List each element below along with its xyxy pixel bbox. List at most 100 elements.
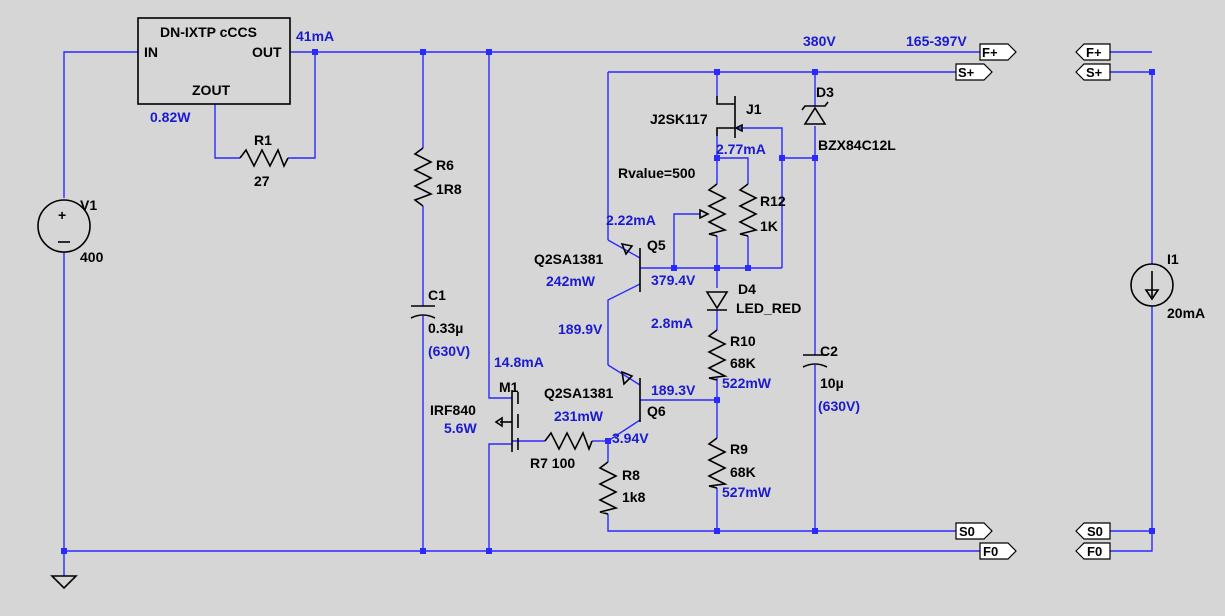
wire-load-bottom [1110, 306, 1153, 532]
wire-pot-wiper [673, 213, 700, 268]
wire-r8-bottom [607, 514, 980, 532]
m1-name: M1 [499, 379, 519, 395]
i1-value: 20mA [1167, 305, 1205, 321]
mosfet-m1[interactable]: M1 IRF840 5.6W [430, 379, 519, 452]
r1-name: R1 [254, 132, 272, 148]
annotation-i-led: 2.8mA [651, 315, 693, 331]
junction-dot [312, 49, 318, 55]
q5-name: Q5 [647, 237, 666, 253]
q6-name: Q6 [647, 403, 666, 419]
r8-value: 1k8 [622, 489, 646, 505]
svg-text:S0: S0 [959, 524, 975, 539]
resistor-r12[interactable]: R12 1K [738, 183, 786, 237]
q5-part: Q2SA1381 [534, 251, 603, 267]
jfet-j1[interactable]: J1 J2SK117 [650, 96, 762, 138]
j1-name: J1 [746, 101, 762, 117]
junction-dot [779, 155, 785, 161]
d3-name: D3 [816, 84, 834, 100]
r6-name: R6 [436, 157, 454, 173]
potentiometer[interactable]: Rvalue=500 [618, 165, 728, 237]
r10-power: 522mW [722, 375, 772, 391]
port-f-plus-right[interactable]: F+ [1075, 43, 1111, 61]
annotation-v-rail: 380V [803, 33, 836, 49]
resistor-r8[interactable]: R8 1k8 [598, 461, 646, 515]
annotation-p-ccs: 0.82W [150, 109, 191, 125]
ccs-block[interactable]: DN-IXTP cCCS IN OUT ZOUT [137, 17, 291, 105]
port-f-zero-right[interactable]: F0 [1075, 542, 1111, 560]
wires [63, 51, 1153, 576]
r10-value: 68K [730, 355, 756, 371]
transistor-q6[interactable]: Q6 Q2SA1381 231mW [544, 370, 666, 424]
junction-dot [714, 155, 720, 161]
wire-r1-right [288, 52, 316, 159]
annotations: 41mA 0.82W 380V 165-397V 2.77mA 2.22mA 3… [150, 28, 967, 446]
junction-dot [1149, 69, 1155, 75]
svg-text:F0: F0 [983, 544, 998, 559]
svg-text:F+: F+ [982, 45, 998, 60]
i1-name: I1 [1167, 251, 1179, 267]
m1-part: IRF840 [430, 402, 476, 418]
q6-part: Q2SA1381 [544, 385, 613, 401]
junction-dot [812, 69, 818, 75]
svg-text:S0: S0 [1087, 524, 1103, 539]
r9-name: R9 [730, 441, 748, 457]
resistor-r9[interactable]: R9 68K 527mW [707, 437, 772, 500]
wire-v1-in [63, 51, 138, 198]
led-d4[interactable]: D4 LED_RED [705, 281, 801, 316]
junctions [61, 49, 1155, 554]
svg-text:S+: S+ [958, 65, 975, 80]
svg-text:F0: F0 [1087, 544, 1102, 559]
d4-name: D4 [738, 281, 756, 297]
wire-r1-left [214, 104, 240, 159]
junction-dot [714, 528, 720, 534]
r12-name: R12 [760, 193, 786, 209]
v1-name: V1 [80, 197, 97, 213]
voltage-source-v1[interactable]: + V1 400 [37, 197, 104, 265]
r9-value: 68K [730, 464, 756, 480]
c2-name: C2 [820, 343, 838, 359]
port-s-plus-left[interactable]: S+ [955, 63, 993, 81]
port-f-zero-left[interactable]: F0 [979, 542, 1017, 560]
resistor-r10[interactable]: R10 68K 522mW [707, 329, 772, 391]
junction-dot [812, 155, 818, 161]
port-s-zero-right[interactable]: S0 [1075, 522, 1111, 540]
current-source-i1[interactable]: I1 20mA [1130, 251, 1205, 321]
capacitor-c1[interactable]: C1 0.33µ (630V) [410, 287, 470, 359]
zener-d3[interactable]: D3 BZX84C12L [801, 84, 896, 153]
c1-name: C1 [428, 287, 446, 303]
resistor-r7[interactable]: R7 100 [530, 431, 593, 471]
d4-part: LED_RED [736, 300, 801, 316]
resistor-r6[interactable]: R6 1R8 [413, 147, 462, 207]
r10-name: R10 [730, 333, 756, 349]
junction-dot [714, 397, 720, 403]
r7-label: R7 100 [530, 455, 575, 471]
resistor-r1[interactable]: R1 27 [239, 132, 289, 189]
c1-rating: (630V) [428, 343, 470, 359]
r8-name: R8 [622, 467, 640, 483]
wire-r12-top [717, 157, 749, 184]
port-s-plus-right[interactable]: S+ [1075, 63, 1111, 81]
annotation-v-gate: 3.94V [612, 430, 649, 446]
port-s-zero-left[interactable]: S0 [955, 522, 993, 540]
wire-load-splus [1110, 71, 1153, 264]
annotation-i-m1: 14.8mA [494, 354, 544, 370]
m1-power: 5.6W [444, 420, 477, 436]
junction-dot [812, 528, 818, 534]
port-f-plus-left[interactable]: F+ [979, 43, 1017, 61]
c2-value: 10µ [820, 375, 844, 391]
c1-value: 0.33µ [428, 320, 463, 336]
junction-dot [714, 265, 720, 271]
wire-m1-source [488, 443, 512, 551]
junction-dot [486, 548, 492, 554]
annotation-v-q6c: 189.9V [558, 321, 603, 337]
transistor-q5[interactable]: Q5 Q2SA1381 242mW [534, 237, 666, 292]
wire-q5-collector [607, 283, 641, 365]
svg-text:S+: S+ [1086, 65, 1103, 80]
v1-value: 400 [80, 249, 104, 265]
plus-sign-icon: + [58, 207, 66, 223]
junction-dot [714, 69, 720, 75]
capacitor-c2[interactable]: C2 10µ (630V) [802, 343, 860, 414]
wire-q6-collector [607, 364, 641, 386]
